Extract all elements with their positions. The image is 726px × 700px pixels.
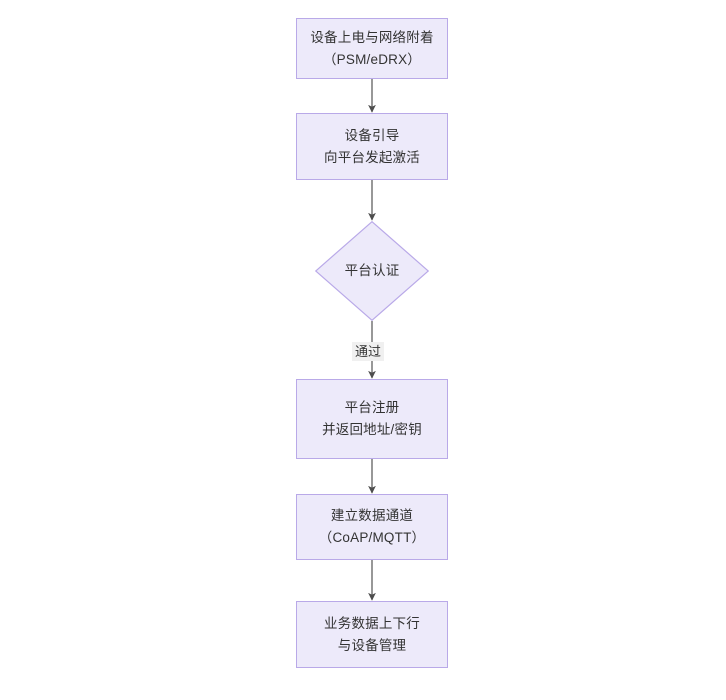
flow-node-platform-register[interactable]: 平台注册 并返回地址/密钥 [296, 379, 448, 459]
flow-node-label: 设备引导 向平台发起激活 [324, 127, 420, 165]
flow-node-label: 业务数据上下行 与设备管理 [324, 615, 420, 653]
flow-node-platform-auth-decision[interactable]: 平台认证 [315, 221, 429, 321]
edge-label-pass: 通过 [352, 342, 385, 361]
flow-node-bootstrap[interactable]: 设备引导 向平台发起激活 [296, 113, 448, 180]
flow-node-data-channel[interactable]: 建立数据通道 （CoAP/MQTT） [296, 494, 448, 560]
flow-node-business-data[interactable]: 业务数据上下行 与设备管理 [296, 601, 448, 668]
flow-node-label: 建立数据通道 （CoAP/MQTT） [318, 508, 426, 545]
flow-node-label: 平台认证 [344, 263, 400, 278]
flow-node-label: 设备上电与网络附着 （PSM/eDRX） [310, 29, 434, 67]
diamond-icon [315, 221, 429, 321]
flow-node-power-on[interactable]: 设备上电与网络附着 （PSM/eDRX） [296, 18, 448, 79]
flow-node-label: 平台注册 并返回地址/密钥 [322, 400, 422, 437]
